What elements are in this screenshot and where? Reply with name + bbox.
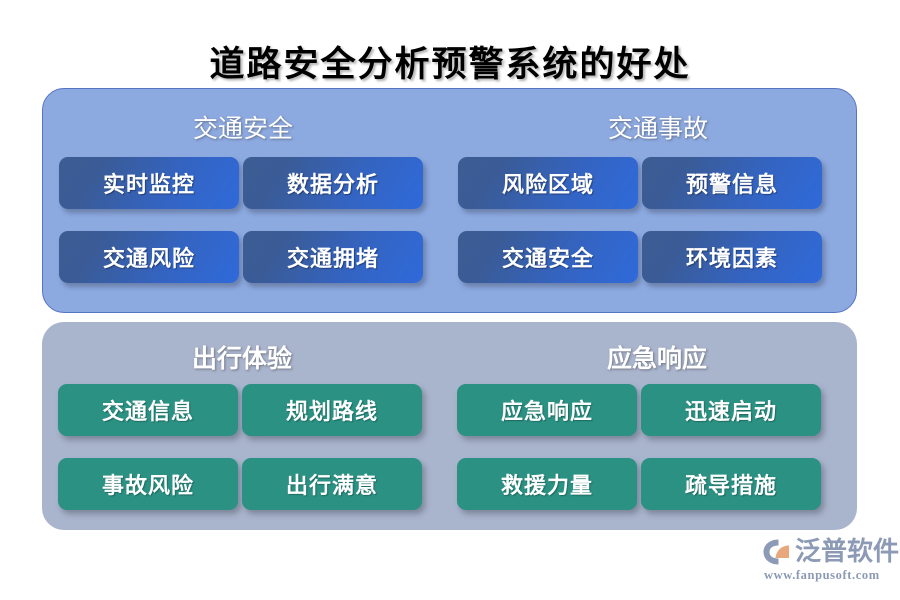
traffic-panel-header-left: 交通安全: [192, 116, 293, 143]
chip-route-planning[interactable]: 规划路线: [242, 384, 422, 436]
logo-company-name: 泛普软件: [795, 537, 900, 566]
experience-panel-header-right: 应急响应: [606, 346, 707, 373]
chip-rapid-startup[interactable]: 迅速启动: [641, 384, 821, 436]
chip-accident-risk[interactable]: 事故风险: [58, 458, 238, 510]
traffic-panel-header-right: 交通事故: [607, 116, 708, 143]
chip-traffic-congestion[interactable]: 交通拥堵: [243, 231, 423, 283]
chip-data-analysis[interactable]: 数据分析: [243, 157, 423, 209]
experience-panel: 出行体验 应急响应 交通信息 规划路线 应急响应 迅速启动 事故风险 出行满意 …: [42, 322, 857, 530]
logo-website-url: www.fanpusoft.com: [764, 568, 880, 582]
page-title: 道路安全分析预警系统的好处: [209, 45, 691, 84]
company-logo: 泛普软件 www.fanpusoft.com: [762, 538, 899, 590]
logo-row: 泛普软件: [762, 538, 899, 566]
fanpu-swoosh-icon: [762, 538, 792, 566]
experience-panel-header-left: 出行体验: [191, 346, 292, 373]
chip-traffic-risk[interactable]: 交通风险: [59, 231, 239, 283]
traffic-panel: 交通安全 交通事故 实时监控 数据分析 风险区域 预警信息 交通风险 交通拥堵 …: [42, 88, 857, 313]
chip-emergency-response[interactable]: 应急响应: [457, 384, 637, 436]
chip-warning-info[interactable]: 预警信息: [642, 157, 822, 209]
chip-risk-area[interactable]: 风险区域: [458, 157, 638, 209]
chip-realtime-monitor[interactable]: 实时监控: [59, 157, 239, 209]
chip-travel-satisfaction[interactable]: 出行满意: [242, 458, 422, 510]
chip-traffic-safety[interactable]: 交通安全: [458, 231, 638, 283]
chip-diversion-measure[interactable]: 疏导措施: [641, 458, 821, 510]
chip-environment-factor[interactable]: 环境因素: [642, 231, 822, 283]
chip-traffic-information[interactable]: 交通信息: [58, 384, 238, 436]
chip-rescue-force[interactable]: 救援力量: [457, 458, 637, 510]
